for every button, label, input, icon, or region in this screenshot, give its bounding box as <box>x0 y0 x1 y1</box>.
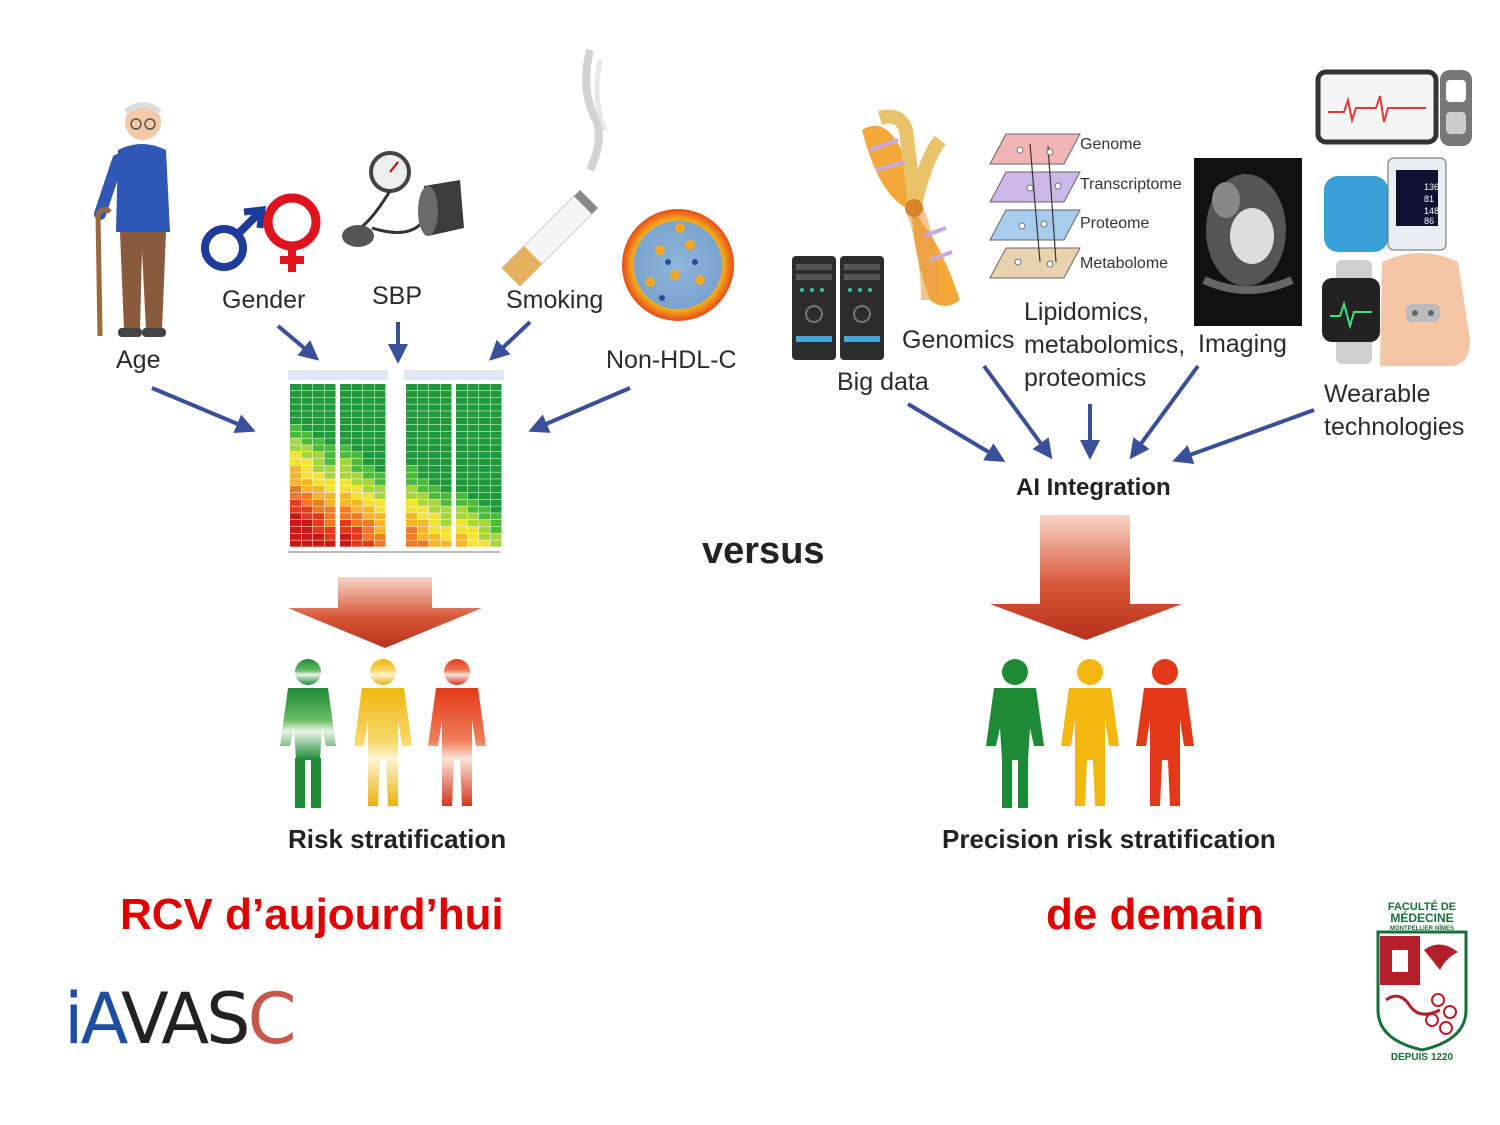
source-label-imaging: Imaging <box>1198 330 1287 358</box>
wearable-line-1: Wearable <box>1324 380 1431 408</box>
person-red-icon <box>1136 659 1194 806</box>
caption-tomorrow: de demain <box>1046 890 1264 939</box>
cardiac-mri-image <box>1194 158 1302 326</box>
source-label-genomics: Genomics <box>902 326 1015 354</box>
faculty-logo-text: FACULTÉ DE MÉDECINE MONTPELLIER-NÎMES <box>1372 902 1472 935</box>
bp-readout-2: 81 <box>1424 194 1434 204</box>
down-arrow-left <box>288 577 482 648</box>
person-red-icon <box>428 659 486 806</box>
gender-icon <box>201 193 321 272</box>
bp-readout-3: 148 <box>1424 206 1439 216</box>
faculty-line-3: MONTPELLIER-NÎMES <box>1390 926 1454 932</box>
person-green-icon <box>986 659 1044 808</box>
factor-label-non-hdl-c: Non-HDL-C <box>606 346 737 374</box>
person-yellow-icon <box>1061 659 1119 806</box>
faculty-motto: DEPUIS 1220 <box>1390 1052 1454 1063</box>
cigarette-icon <box>501 49 608 287</box>
omics-layer-genome: Genome <box>1080 136 1142 153</box>
source-arrows-right <box>906 364 1315 464</box>
iavasc-logo: iAVASC <box>64 978 297 1060</box>
factor-label-age: Age <box>116 346 161 374</box>
people-group-right <box>986 659 1194 808</box>
source-label-omics: Lipidomics, metabolomics, proteomics <box>1024 296 1185 395</box>
elderly-person-icon <box>94 102 170 337</box>
server-racks-icon <box>792 256 884 360</box>
bp-readout-1: 136 <box>1424 182 1439 192</box>
faculty-line-1: FACULTÉ DE <box>1387 901 1457 913</box>
factor-label-sbp: SBP <box>372 282 423 310</box>
caption-today: RCV d’aujourd’hui <box>120 890 504 939</box>
ai-integration-label: AI Integration <box>1016 474 1171 501</box>
iavasc-logo-part1: iA <box>64 978 124 1060</box>
iavasc-logo-part2: VAS <box>120 978 251 1060</box>
wearable-devices-icon: 136 81 148 86 <box>1315 69 1472 366</box>
source-label-big-data: Big data <box>837 368 929 396</box>
risk-stratification-label: Risk stratification <box>288 824 507 854</box>
versus-label: versus <box>702 530 825 572</box>
source-label-wearable: Wearable technologies <box>1324 378 1464 444</box>
precision-risk-label: Precision risk stratification <box>942 824 1276 854</box>
person-yellow-icon <box>354 659 412 806</box>
faculty-shield-logo <box>1376 930 1468 1052</box>
people-group-left <box>280 659 486 808</box>
wearable-line-2: technologies <box>1324 413 1465 441</box>
omics-line-3: proteomics <box>1024 364 1147 392</box>
omics-layer-proteome: Proteome <box>1080 215 1150 232</box>
iavasc-logo-part3: C <box>247 978 297 1060</box>
factor-label-gender: Gender <box>222 286 306 314</box>
faculty-line-2: MÉDECINE <box>1390 911 1454 925</box>
factor-arrows-left <box>151 320 631 434</box>
omics-line-2: metabolomics, <box>1024 331 1186 359</box>
omics-layer-metabolome: Metabolome <box>1080 255 1169 272</box>
down-arrow-right <box>990 515 1182 640</box>
omics-line-1: Lipidomics, <box>1024 298 1150 326</box>
factor-label-smoking: Smoking <box>506 286 604 314</box>
omics-layers-icon <box>989 133 1081 279</box>
person-green-icon <box>280 659 336 808</box>
risk-chart-heatmap <box>288 370 504 553</box>
omics-layer-transcriptome: Transcriptome <box>1080 176 1182 193</box>
chromosome-icon <box>862 109 960 306</box>
bp-readout-4: 86 <box>1424 216 1434 226</box>
lipoprotein-particle-icon <box>622 209 734 321</box>
blood-pressure-gauge-icon <box>342 151 464 247</box>
